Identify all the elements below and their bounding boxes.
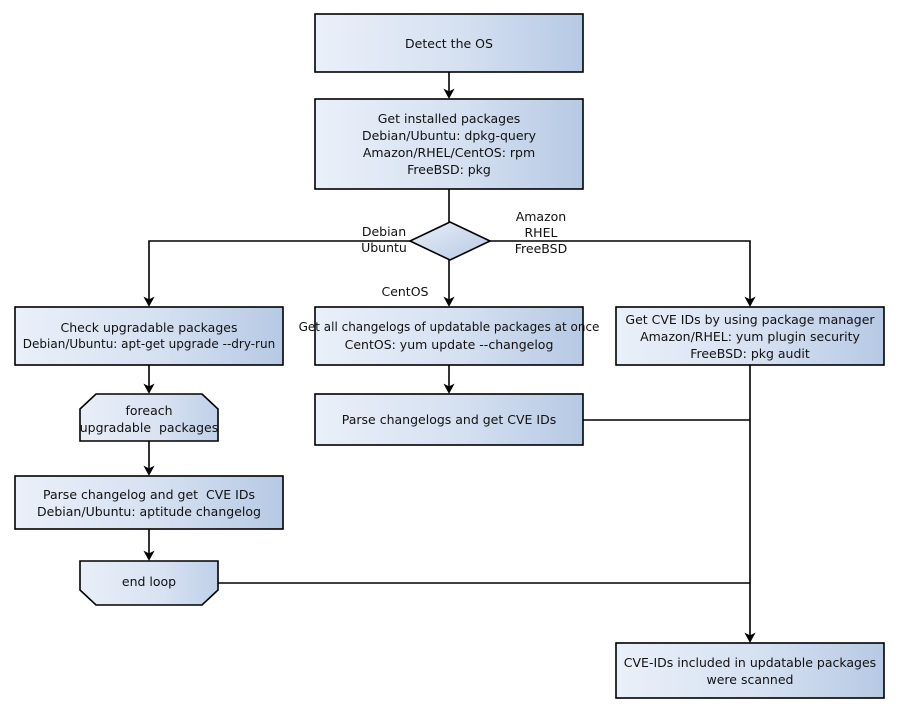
node-check-upgradable-packages[interactable] bbox=[14, 306, 284, 366]
node-foreach-loop-start[interactable] bbox=[79, 393, 219, 442]
node-detect-os[interactable] bbox=[314, 13, 584, 73]
node-layer bbox=[14, 13, 885, 699]
node-cve-ids-scanned[interactable] bbox=[615, 642, 885, 699]
node-get-cve-ids-package-manager[interactable] bbox=[615, 306, 885, 366]
node-end-loop[interactable] bbox=[79, 560, 219, 606]
edge-decision-to-cve-package-manager bbox=[490, 240, 756, 307]
node-os-decision[interactable] bbox=[408, 221, 492, 261]
edge-layer bbox=[143, 72, 756, 643]
edge-decision-to-check-upgradable bbox=[143, 240, 410, 307]
node-get-all-changelogs[interactable] bbox=[314, 306, 584, 366]
node-get-installed-packages[interactable] bbox=[314, 98, 584, 190]
node-parse-changelog-cve-ids[interactable] bbox=[14, 475, 284, 530]
node-parse-changelogs-cve-ids[interactable] bbox=[314, 393, 584, 446]
